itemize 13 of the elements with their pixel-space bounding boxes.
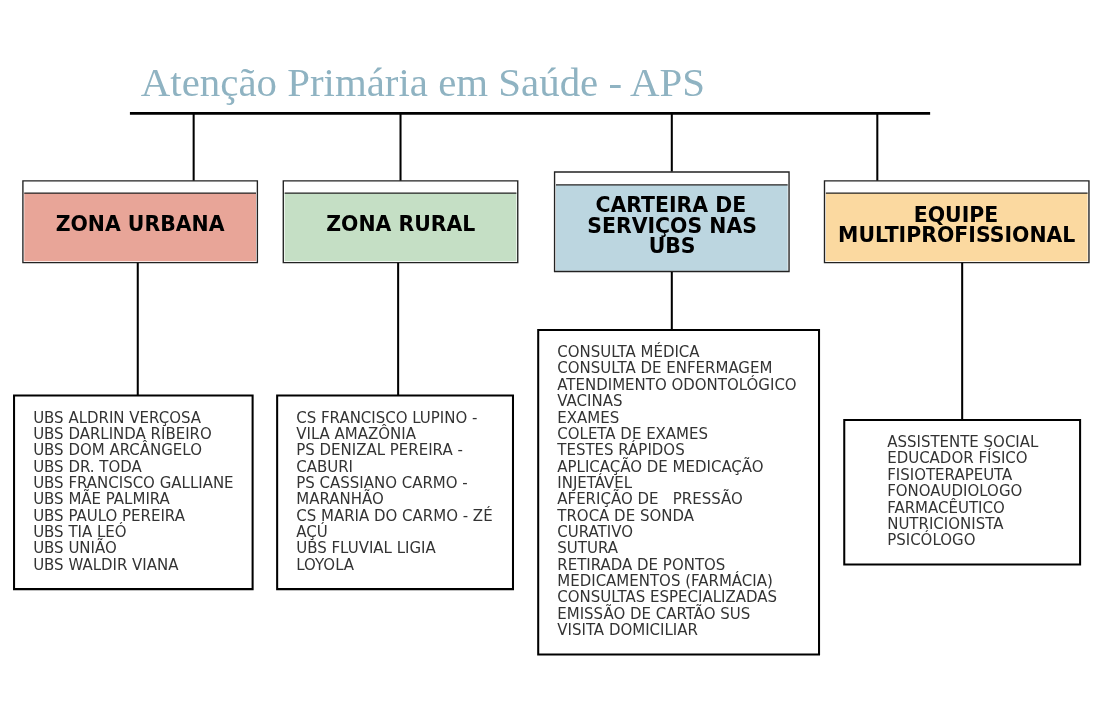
connector (399, 113, 402, 181)
node-text: Atenção Primária em Saúde - APS (140, 59, 706, 105)
node-box: CONSULTA MÉDICA CONSULTA DE ENFERMAGEM ATENDIMENTO ODONTOLÓGICO VACINAS EXAMES COLETA DE EXAMES TESTES RÁPIDOS APLICAÇÃO DE MEDICAÇÃO INJETÁVEL AFERIÇÃO DE PRESSÃO TROCA DE SONDA CURATIVO SUTURA RETIRADA DE PONTOS MEDICAMENTOS (FARMÁCIA) CONSULTAS ESPECIALIZADAS EMISSÃO DE CARTÃO SUS VISITA DOMICILIAR (537, 328, 821, 656)
connector (192, 113, 195, 181)
connector (670, 271, 673, 330)
node-box: ASSISTENTE SOCIAL EDUCADOR FÍSICO FISIOTERAPEUTA FONOAUDIOLOGO FARMACÊUTICO NUTRICIONISTA PSICÓLOGO (843, 418, 1082, 566)
connector (670, 113, 673, 171)
node-box: UBS ALDRIN VERÇOSA UBS DARLINDA RIBEIRO UBS DOM ARCÂNGELO UBS DR. TODA UBS FRANCISCO GALLIANE UBS MÃE PALMIRA UBS PAULO PEREIRA UBS TIA LEÓ UBS UNIÃO UBS WALDIR VIANA (13, 394, 254, 590)
connector (961, 262, 964, 420)
node-box: CS FRANCISCO LUPINO - VILA AMAZÔNIA PS DENIZAL PEREIRA - CABURI PS CASSIANO CARMO - MARANHÃO CS MARIA DO CARMO - ZÉ AÇÚ UBS FLUVIAL LIGIA LOYOLA (276, 394, 514, 590)
connector (397, 262, 400, 395)
connector (136, 262, 139, 395)
connector (876, 113, 879, 181)
